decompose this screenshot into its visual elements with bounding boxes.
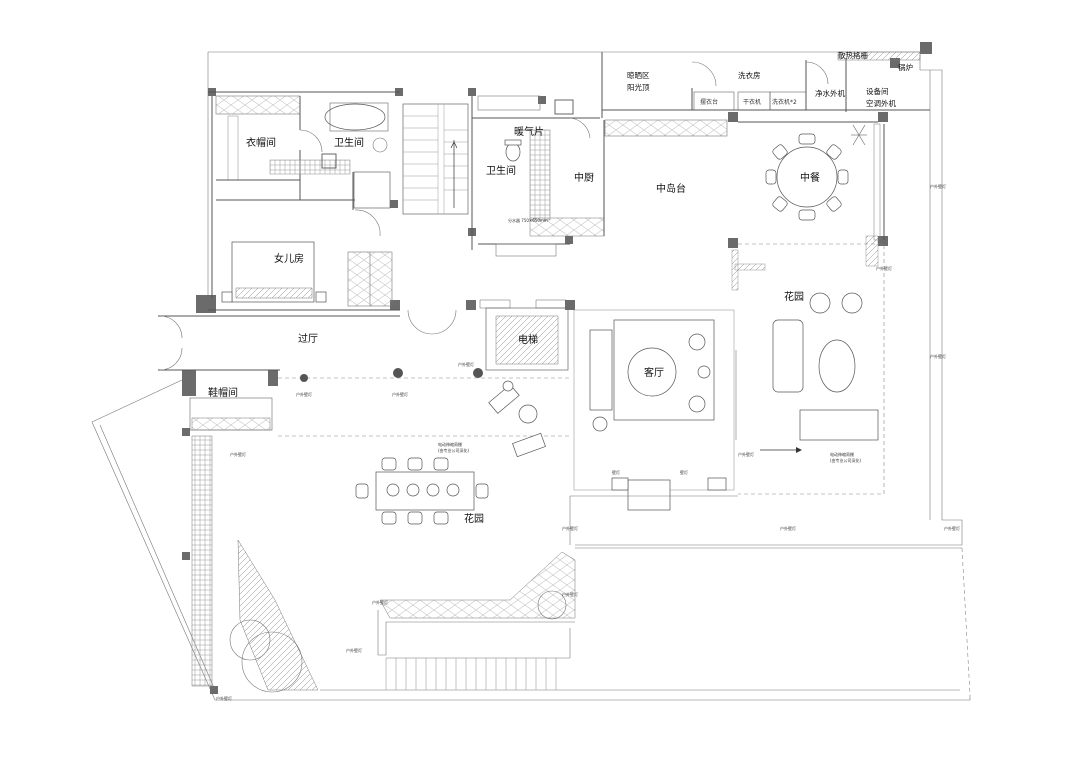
structural-columns: [182, 42, 932, 694]
label-dining: 中餐: [800, 171, 820, 184]
living-room-furniture: [573, 309, 735, 511]
label-heater: 暖气片: [514, 125, 544, 138]
wall-lamp-short-1: 壁灯: [612, 469, 620, 475]
awning-note-1: 电动伸缩雨棚: [438, 441, 462, 447]
label-daughter-room: 女儿房: [274, 252, 304, 265]
label-garden-south: 花园: [464, 512, 484, 525]
awning-note-1b: (由专业公司深化): [438, 447, 470, 453]
wall-lamp-label-8: 户外壁灯: [930, 353, 946, 359]
south-garden-dining: [355, 380, 546, 525]
wall-lamp-label-1: 户外壁灯: [296, 391, 312, 397]
label-shoe-room: 鞋帽间: [208, 386, 238, 399]
wall-lamp-label-14: 户外壁灯: [346, 647, 362, 653]
label-garden-east: 花园: [784, 290, 804, 303]
staircase: [402, 103, 469, 215]
awning-note-2: 电动伸缩雨棚: [830, 451, 854, 457]
label-equipment-room: 设备间: [866, 86, 889, 96]
label-laundry: 洗衣房: [738, 70, 761, 80]
wall-lamp-label-10: 户外壁灯: [780, 525, 796, 531]
awning-note-2b: (由专业公司深化): [830, 457, 862, 463]
wall-lamp-label-11: 户外壁灯: [562, 525, 578, 531]
wall-lamp-label-6: 户外壁灯: [738, 451, 754, 457]
site-boundary: [91, 51, 971, 701]
label-water-purifier: 净水外机: [815, 88, 845, 98]
wall-lamp-short-2: 壁灯: [680, 469, 688, 475]
label-laundry-counter: 摆衣台: [700, 98, 718, 106]
wall-lamp-label-2: 户外壁灯: [392, 391, 408, 397]
label-dryer: 干衣机: [743, 98, 761, 106]
center-bath-kitchen: [471, 95, 605, 257]
label-washer: 洗衣机*2: [772, 98, 797, 106]
label-radiator-grille: 散热格栅: [838, 50, 868, 60]
wall-lamp-label-9: 户外壁灯: [944, 525, 960, 531]
label-sun-roof: 阳光顶: [627, 82, 650, 92]
east-garden: [735, 243, 885, 495]
label-drying-area: 晾晒区: [627, 70, 650, 80]
label-bathroom-master: 卫生间: [334, 136, 364, 149]
kitchen-dining-walls: [603, 119, 885, 291]
label-chinese-kitchen: 中厨: [574, 171, 594, 184]
label-living-room: 客厅: [644, 366, 664, 379]
wall-lamp-label-13: 户外壁灯: [372, 599, 388, 605]
label-ac-outdoor: 空调外机: [866, 98, 896, 108]
utility-strip: [601, 51, 930, 118]
room-labels: 衣帽间 卫生间 女儿房 暖气片 卫生间 分水器 750×650mm 中厨 晾晒区…: [208, 50, 913, 525]
north-wing-walls: [208, 91, 400, 311]
label-bathroom-center: 卫生间: [486, 164, 516, 177]
label-corridor: 过厅: [298, 332, 318, 345]
label-divider-note: 分水器 750×650mm: [508, 217, 548, 223]
entry-corridor: [158, 299, 570, 437]
label-elevator: 电梯: [518, 333, 538, 346]
label-cloakroom: 衣帽间: [246, 136, 276, 149]
wall-lamp-label-15: 户外壁灯: [216, 695, 232, 701]
label-boiler: 锅炉: [898, 62, 913, 72]
planters: [191, 435, 738, 693]
wall-lamp-label-12: 户外壁灯: [562, 591, 578, 597]
label-island: 中岛台: [656, 182, 686, 195]
fixture-annotations: 户外壁灯 户外壁灯 户外壁灯 户外壁灯 户外壁灯 户外壁灯 户外壁灯 户外壁灯 …: [216, 183, 960, 701]
wall-lamp-label-3: 户外壁灯: [458, 361, 474, 367]
wall-lamp-label-7: 户外壁灯: [930, 183, 946, 189]
wall-lamp-label-4: 户外壁灯: [230, 451, 246, 457]
wall-lamp-label-5: 户外壁灯: [876, 265, 892, 271]
